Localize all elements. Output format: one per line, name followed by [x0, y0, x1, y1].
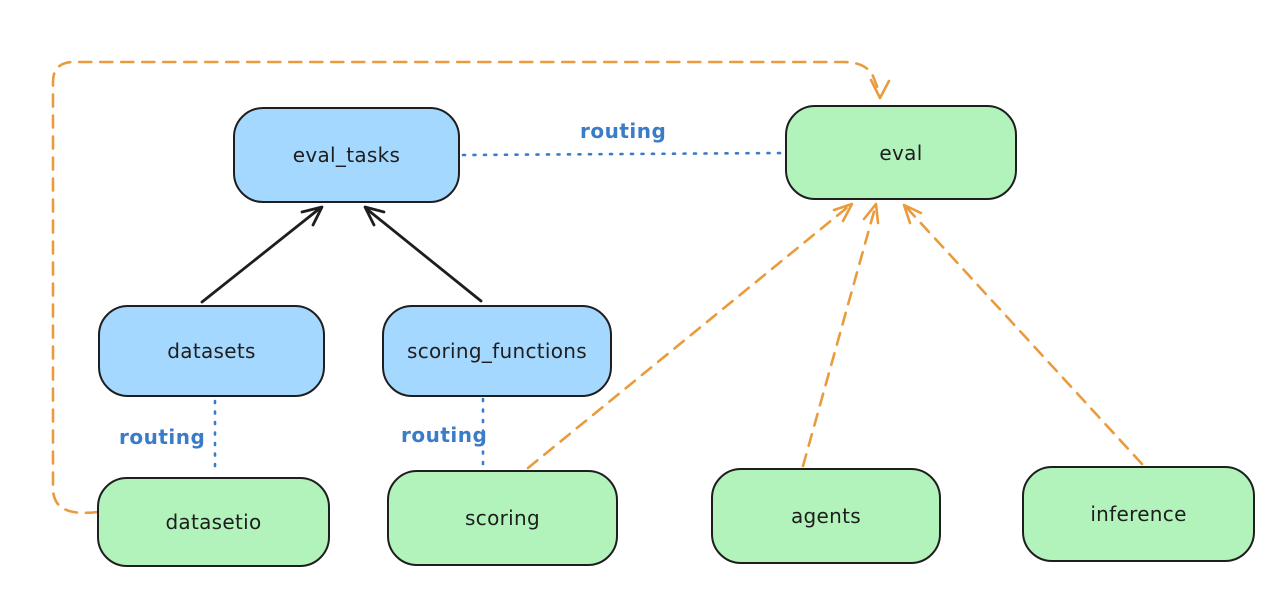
node-eval-tasks-label: eval_tasks [292, 143, 401, 167]
edge-scoring-functions-eval-tasks [366, 208, 483, 303]
node-scoring-label: scoring [465, 506, 540, 530]
node-eval: eval [785, 105, 1017, 200]
node-datasets-label: datasets [167, 339, 256, 363]
edge-inference-eval [905, 206, 1144, 466]
routing-label-datasets-datasetio: routing [119, 425, 206, 449]
edge-eval-tasks-eval [461, 151, 785, 157]
node-eval-tasks: eval_tasks [233, 107, 460, 203]
node-datasets: datasets [98, 305, 325, 397]
node-datasetio-label: datasetio [165, 510, 262, 534]
routing-label-eval-tasks-eval: routing [580, 119, 667, 143]
arrowhead-scoring-eval [832, 202, 854, 223]
edge-agents-eval [801, 206, 877, 468]
node-agents: agents [711, 468, 941, 564]
node-scoring-functions: scoring_functions [382, 305, 612, 397]
node-eval-label: eval [879, 140, 923, 165]
edge-datasetio-eval [51, 60, 882, 515]
node-scoring-functions-label: scoring_functions [406, 339, 588, 363]
node-datasetio: datasetio [97, 477, 330, 567]
arrowhead-agents-eval [862, 202, 880, 225]
node-scoring: scoring [387, 470, 618, 566]
arrowhead-scoring-functions-eval-tasks [363, 205, 386, 227]
routing-label-scoring-functions-scoring: routing [401, 423, 488, 447]
arrowhead-inference-eval [902, 203, 923, 225]
node-agents-label: agents [791, 504, 861, 528]
arrowhead-datasetio-eval [869, 78, 891, 100]
edge-scoring-eval [526, 204, 851, 470]
edge-datasets-eval-tasks [200, 207, 321, 304]
node-inference: inference [1022, 466, 1255, 562]
arrowhead-datasets-eval-tasks [300, 205, 324, 227]
node-inference-label: inference [1090, 502, 1187, 526]
